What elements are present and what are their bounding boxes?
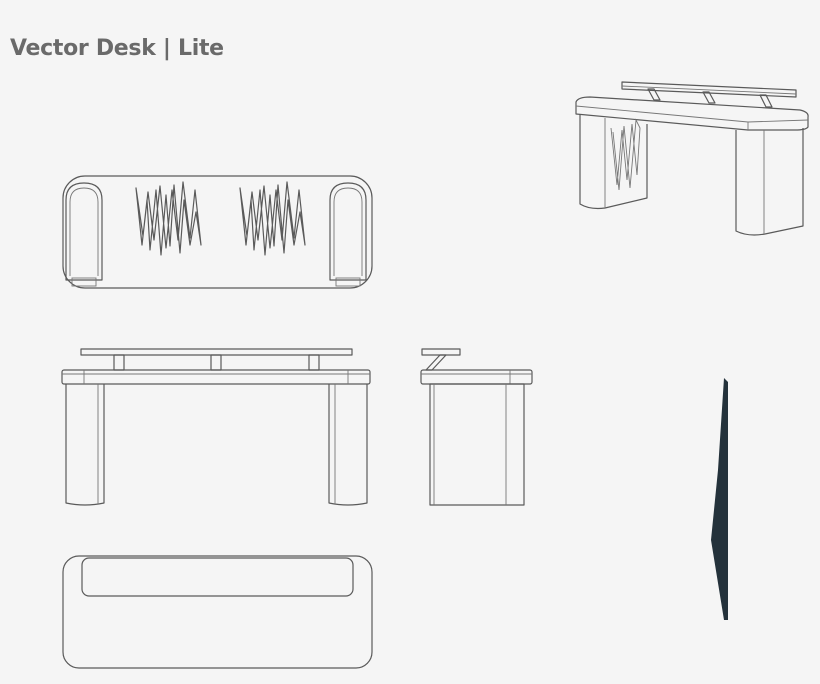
front-view <box>61 348 371 506</box>
side-view <box>420 348 533 506</box>
top-view <box>62 175 373 289</box>
isometric-view <box>575 81 809 236</box>
bottom-view <box>62 555 373 669</box>
profile-section <box>711 378 728 620</box>
page-title: Vector Desk | Lite <box>10 36 224 61</box>
